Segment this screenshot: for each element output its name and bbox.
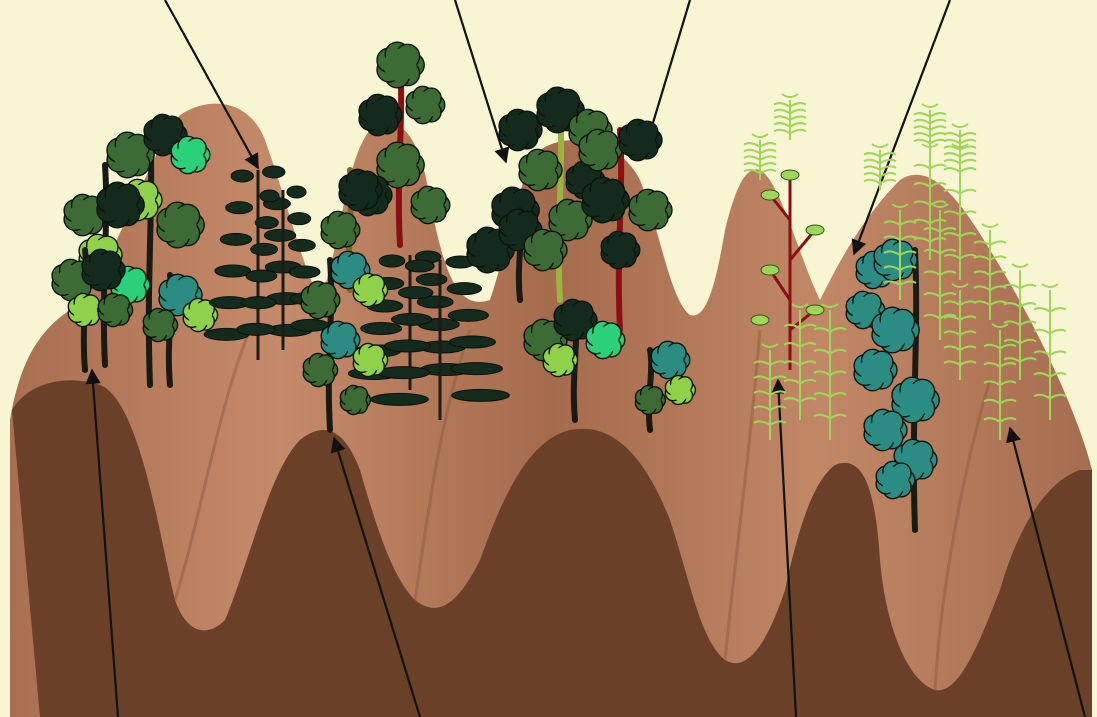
fern-plant xyxy=(914,104,946,150)
arrow-top-2 xyxy=(455,0,506,162)
fern-plant xyxy=(864,144,896,190)
fern-plant xyxy=(944,124,976,170)
fern-plant xyxy=(774,94,806,140)
